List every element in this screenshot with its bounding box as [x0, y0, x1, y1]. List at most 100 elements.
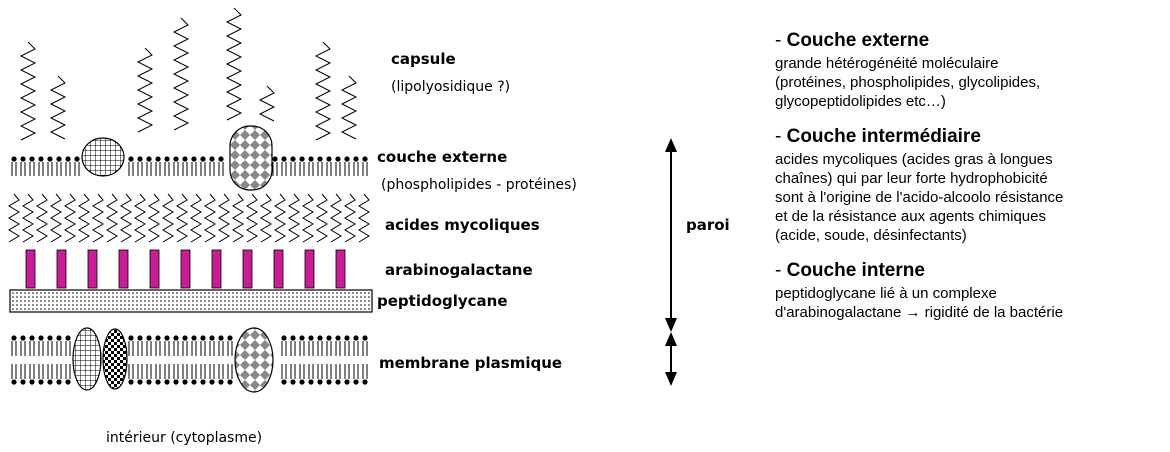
lipid-head [146, 156, 152, 162]
mycolic-chain [344, 193, 356, 243]
lipid-head [65, 379, 71, 385]
lipid-head [20, 379, 26, 385]
mycolic-chain [22, 193, 34, 243]
section-inner-layer: - Couche interne peptidoglycane lié à un… [775, 260, 1167, 322]
capsule-chain [314, 41, 332, 141]
lipid-head [281, 156, 287, 162]
lipid-head [29, 156, 35, 162]
mycolic-chain [162, 193, 174, 243]
mycolic-chain [288, 193, 300, 243]
mycolic-chain [330, 193, 342, 243]
peptidoglycane-layer [9, 289, 373, 313]
membrane-protein-grid [72, 327, 102, 391]
lipid-head [200, 379, 206, 385]
outer-protein-grid [81, 137, 125, 177]
arabinogalactane-bar [149, 249, 160, 289]
membrane-protein-diamond [234, 327, 274, 393]
outer-proteins [81, 125, 273, 191]
lipid-head [155, 156, 161, 162]
arabinogalactane-bar [242, 249, 253, 289]
capsule-chain [172, 17, 190, 131]
capsule-chain [136, 47, 154, 133]
lipid-head [353, 156, 359, 162]
lipid-head [335, 335, 341, 341]
membrane-proteins [72, 327, 274, 393]
section-title: Couche externe [786, 30, 930, 51]
lipid-head [191, 335, 197, 341]
lipid-head [362, 335, 368, 341]
lipid-head [200, 156, 206, 162]
section-line: (protéines, phospholipides, glycolipides… [775, 74, 1041, 91]
label-interior: intérieur (cytoplasme) [106, 430, 262, 446]
lipid-head [344, 156, 350, 162]
lipid-head [299, 156, 305, 162]
label-mycolic-acids: acides mycoliques [385, 216, 540, 234]
lipid-head [20, 156, 26, 162]
section-line: peptidoglycane lié à un complexe [775, 285, 997, 302]
lipid-head [29, 335, 35, 341]
lipid-head [56, 379, 62, 385]
mycolic-chain [302, 193, 314, 243]
mycolic-chain [246, 193, 258, 243]
lipid-head [218, 379, 224, 385]
lipid-head [344, 335, 350, 341]
lipid-head [326, 379, 332, 385]
lipid-head [164, 156, 170, 162]
label-outer-layer-sub: (phospholipides - protéines) [381, 177, 577, 193]
lipid-head [218, 156, 224, 162]
mycolic-chain [36, 193, 48, 243]
label-capsule: capsule [391, 50, 456, 68]
lipid-head [227, 335, 233, 341]
lipid-head [47, 156, 53, 162]
lipid-head [299, 335, 305, 341]
section-line: d'arabinogalactane → rigidité de la bact… [775, 304, 1064, 321]
mycolic-chain [106, 193, 118, 243]
mycolic-chain [176, 193, 188, 243]
lipid-head [146, 335, 152, 341]
section-dash: - [775, 260, 787, 281]
mycolic-chain [78, 193, 90, 243]
lipid-head [290, 156, 296, 162]
lipid-head [290, 379, 296, 385]
lipid-head [47, 379, 53, 385]
lipid-head [65, 156, 71, 162]
mycolic-chain [358, 193, 370, 243]
section-line: sont à l'origine de l'acido-alcoolo rési… [775, 189, 1064, 206]
arabinogalactane-layer [25, 249, 346, 289]
lipid-head [182, 335, 188, 341]
capsule-chain [340, 75, 358, 140]
mycolic-chain [120, 193, 132, 243]
section-line: grande hétérogénéité moléculaire [775, 55, 999, 72]
lipid-head [308, 379, 314, 385]
mycolic-chain [274, 193, 286, 243]
lipid-head [281, 335, 287, 341]
label-capsule-sub: (lipolyosidique ?) [391, 79, 510, 95]
plasma-membrane [11, 335, 368, 385]
section-dash: - [775, 126, 787, 147]
lipid-head [137, 335, 143, 341]
mycolic-acids-layer [8, 193, 370, 243]
lipid-head [137, 156, 143, 162]
lipid-head [191, 379, 197, 385]
arabinogalactane-bar [118, 249, 129, 289]
arabinogalactane-bar [180, 249, 191, 289]
lipid-head [281, 379, 287, 385]
lipid-head [335, 156, 341, 162]
mycolic-chain [316, 193, 328, 243]
mycolic-chain [232, 193, 244, 243]
lipid-head [209, 379, 215, 385]
arabinogalactane-bar [273, 249, 284, 289]
lipid-head [56, 335, 62, 341]
section-title: Couche interne [786, 260, 925, 281]
lipid-head [11, 156, 17, 162]
section-line: chaînes) qui par leur forte hydrophobici… [775, 170, 1048, 187]
lipid-head [218, 335, 224, 341]
arabinogalactane-bar [87, 249, 98, 289]
outer-layer [11, 156, 368, 176]
lipid-head [146, 379, 152, 385]
section-line: glycopeptidolipides etc…) [775, 93, 946, 110]
lipid-head [137, 379, 143, 385]
label-arabinogalactane: arabinogalactane [385, 261, 533, 279]
arabinogalactane-bar [335, 249, 346, 289]
lipid-head [353, 379, 359, 385]
